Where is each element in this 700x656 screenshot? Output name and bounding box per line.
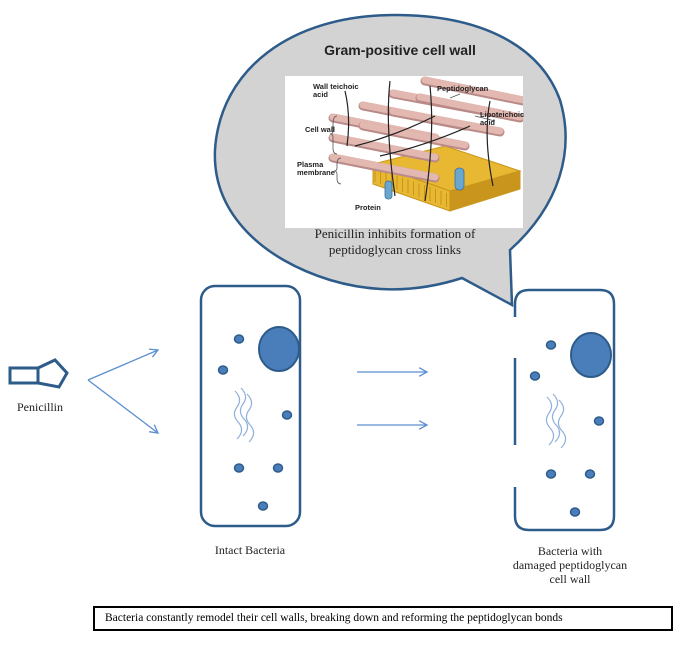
- membrane-protein: [454, 167, 465, 191]
- teichoic-acid-strand: [387, 80, 396, 197]
- teichoic-acid-strand: [424, 85, 433, 202]
- dna-strand: [239, 387, 249, 437]
- peptidoglycan-rod: [416, 93, 524, 121]
- peptidoglycan-rod: [359, 121, 469, 149]
- leader-line: [449, 93, 461, 99]
- ribosome-dot: [569, 507, 581, 517]
- label-peptidoglycan: Peptidoglycan: [437, 84, 489, 93]
- arrow-penicillin-down-head: [149, 424, 160, 434]
- arrow-penicillin-down: [87, 379, 159, 434]
- teichoic-acid-strand: [379, 125, 471, 157]
- teichoic-acid-strand: [486, 100, 494, 187]
- dna-strand: [551, 393, 561, 443]
- ribosome-dot: [272, 463, 284, 473]
- damaged-bacterium-outline: [513, 288, 616, 532]
- label-cell-wall: Cell wall: [305, 125, 336, 134]
- nucleoid: [570, 332, 612, 378]
- dna-strand: [557, 399, 567, 449]
- intact-bacterium-outline: [199, 284, 302, 528]
- peptidoglycan-rod: [329, 133, 439, 161]
- ribosome-dot: [545, 469, 557, 479]
- teichoic-acid-strand: [354, 115, 436, 147]
- teichoic-acid-strand: [344, 90, 350, 147]
- ribosome-dot: [545, 340, 557, 350]
- ribosome-dot: [593, 416, 605, 426]
- bubble-caption: Penicillin inhibits formation of peptido…: [314, 226, 476, 257]
- arrow-penicillin-up-head: [148, 348, 160, 358]
- nucleoid: [258, 326, 300, 372]
- membrane-side: [449, 170, 521, 212]
- arrow-to-damaged-bottom-head: [418, 420, 429, 430]
- peptidoglycan-rod: [421, 76, 527, 104]
- penicillin-label: Penicillin: [17, 400, 63, 414]
- peptidoglycan-rod: [329, 153, 439, 181]
- arrow-penicillin-up: [87, 349, 159, 381]
- cell-wall-structure-graphic: [328, 76, 528, 212]
- ribosome-dot: [529, 371, 541, 381]
- plasma-membrane-brace: [333, 157, 342, 185]
- intact-bacteria-label: Intact Bacteria: [214, 543, 286, 557]
- dna-strand: [233, 390, 243, 440]
- damaged-bacteria-label: Bacteria with damaged peptidoglycan cell…: [512, 544, 628, 586]
- arrow-to-damaged-top-head: [418, 367, 429, 377]
- penicillin-icon: [8, 358, 69, 389]
- ribosome-dot: [584, 469, 596, 479]
- ribosome-dot: [217, 365, 229, 375]
- dna-strand: [545, 396, 555, 446]
- dna-strand: [245, 393, 255, 443]
- leader-line: [474, 115, 496, 122]
- ribosome-dot: [281, 410, 293, 420]
- membrane-protein: [384, 180, 393, 200]
- note-text: Bacteria constantly remodel their cell w…: [105, 612, 563, 624]
- note-box: Bacteria constantly remodel their cell w…: [93, 606, 673, 631]
- ribosome-dot: [233, 334, 245, 344]
- peptidoglycan-rod: [389, 107, 504, 135]
- label-protein: Protein: [355, 203, 381, 212]
- bubble-title: Gram-positive cell wall: [324, 42, 476, 58]
- ribosome-dot: [257, 501, 269, 511]
- ribosome-dot: [233, 463, 245, 473]
- cell-wall-brace: [329, 115, 338, 155]
